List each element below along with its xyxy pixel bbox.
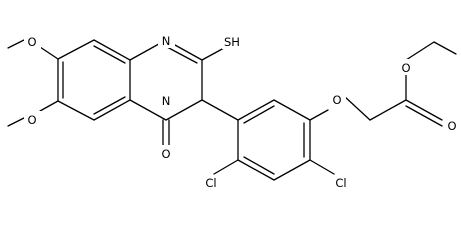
bond bbox=[7, 117, 25, 127]
bond bbox=[39, 46, 59, 60]
bond bbox=[237, 159, 275, 181]
bond bbox=[93, 99, 131, 121]
bond bbox=[243, 105, 275, 124]
bond bbox=[57, 39, 95, 60]
bond bbox=[343, 95, 371, 121]
methoxy-oxygen-label: O bbox=[27, 35, 36, 49]
bond bbox=[57, 100, 95, 121]
bond bbox=[165, 99, 203, 121]
atom-labels: O O N SH N O Cl Cl O O O bbox=[24, 32, 461, 190]
bond bbox=[166, 46, 198, 64]
bond bbox=[129, 99, 167, 121]
ring-nitrogen-label: N bbox=[162, 94, 171, 108]
bond bbox=[213, 159, 239, 175]
ring-nitrogen-label: N bbox=[162, 34, 171, 48]
bond bbox=[369, 99, 407, 121]
bond bbox=[405, 41, 435, 61]
bond bbox=[7, 39, 25, 49]
chlorine-label: Cl bbox=[205, 176, 216, 190]
bond bbox=[405, 99, 443, 121]
bond bbox=[201, 99, 239, 121]
chlorine-label: Cl bbox=[335, 176, 346, 190]
bond bbox=[237, 99, 275, 121]
ester-carbonyl-oxygen-label: O bbox=[447, 119, 456, 133]
methoxy-oxygen-label: O bbox=[27, 113, 36, 127]
ester-oxygen-label: O bbox=[401, 61, 410, 75]
bond bbox=[433, 41, 457, 55]
bond bbox=[243, 156, 275, 175]
bond bbox=[309, 159, 335, 175]
bonds bbox=[7, 39, 457, 181]
bond bbox=[405, 105, 443, 127]
bond bbox=[93, 96, 126, 115]
bond bbox=[93, 39, 131, 61]
ether-oxygen-label: O bbox=[332, 93, 341, 107]
thiol-label: SH bbox=[224, 35, 240, 49]
bond bbox=[39, 100, 59, 112]
bond bbox=[309, 109, 329, 121]
structure-diagram: O O N SH N O Cl Cl O O O bbox=[7, 32, 461, 190]
bond bbox=[273, 159, 311, 181]
bond bbox=[273, 99, 311, 121]
bond bbox=[201, 47, 225, 61]
bond bbox=[93, 45, 126, 64]
carbonyl-oxygen-label: O bbox=[161, 147, 170, 161]
